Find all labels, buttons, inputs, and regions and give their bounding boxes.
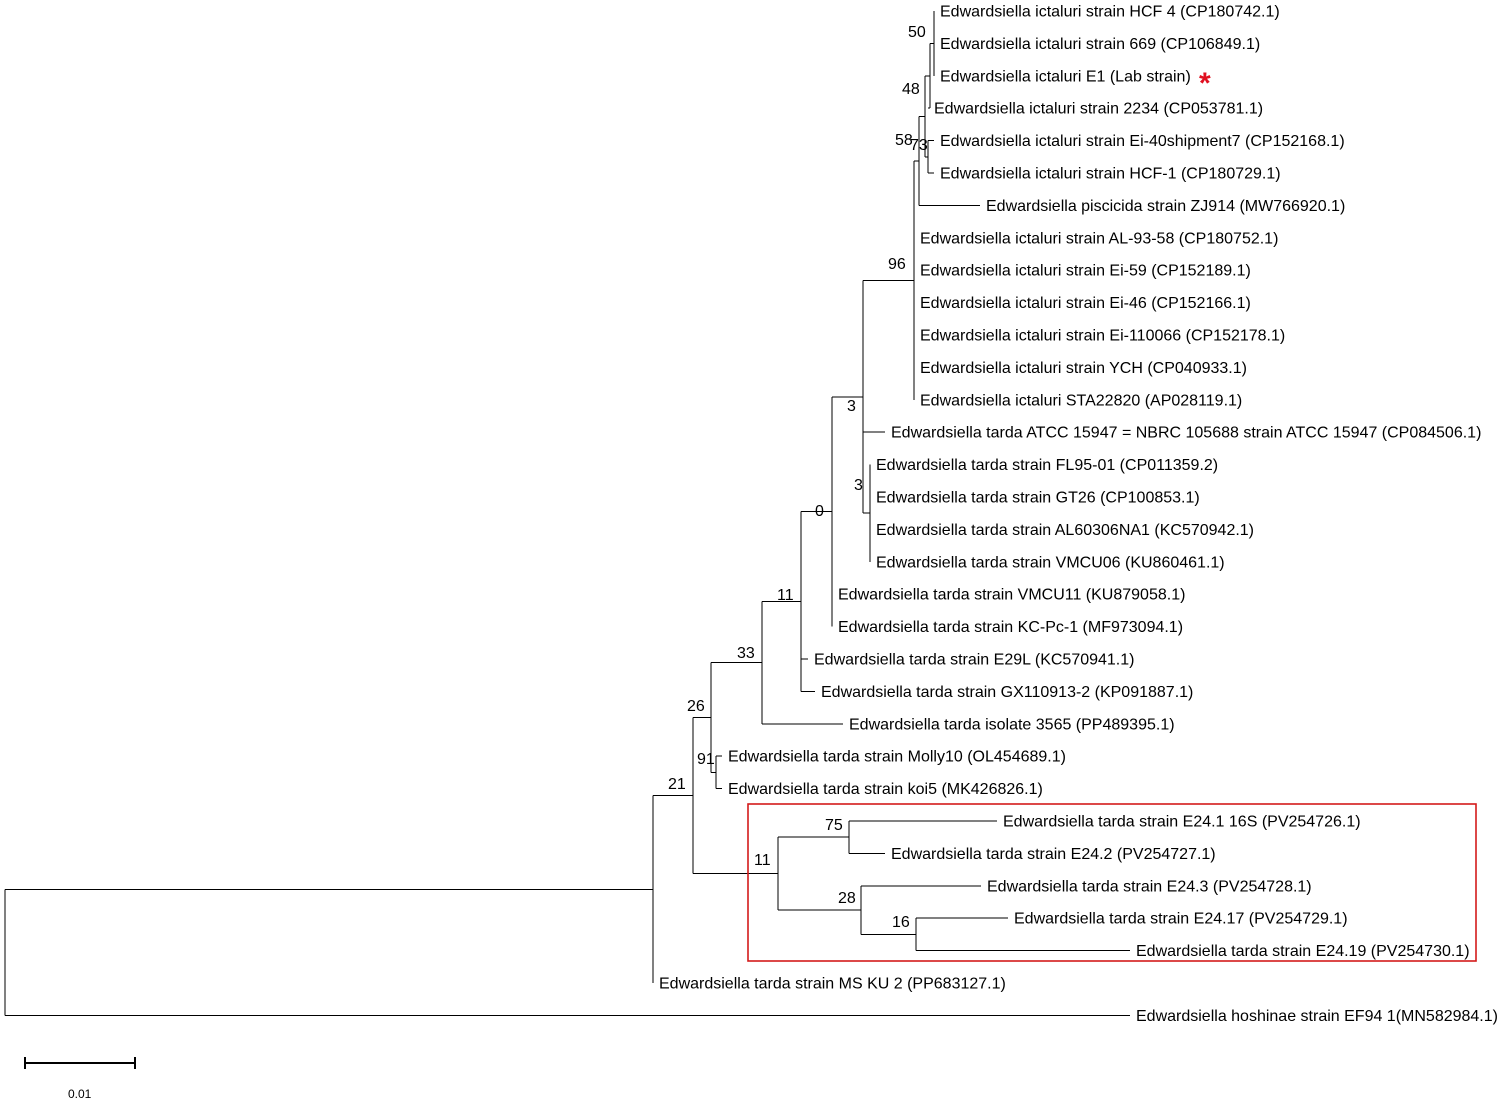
leaf-label-ei46: Edwardsiella ictaluri strain Ei-46 (CP15… (920, 295, 1251, 312)
leaf-label-vmcu11: Edwardsiella tarda strain VMCU11 (KU8790… (838, 587, 1185, 604)
leaf-label-gt26: Edwardsiella tarda strain GT26 (CP100853… (876, 490, 1200, 507)
lab-strain-asterisk-icon: * (1199, 67, 1211, 100)
bootstrap-value-n50: 50 (908, 24, 926, 41)
leaf-label-al60306: Edwardsiella tarda strain AL60306NA1 (KC… (876, 522, 1254, 539)
leaf-label-fl9501: Edwardsiella tarda strain FL95-01 (CP011… (876, 457, 1218, 474)
leaf-label-e2417: Edwardsiella tarda strain E24.17 (PV2547… (1014, 911, 1348, 928)
bootstrap-value-n3a: 3 (847, 398, 856, 415)
bootstrap-value-n91: 91 (697, 751, 715, 768)
bootstrap-value-n33: 33 (737, 645, 755, 662)
leaf-label-e29l: Edwardsiella tarda strain E29L (KC570941… (814, 652, 1134, 669)
leaf-label-vmcu06: Edwardsiella tarda strain VMCU06 (KU8604… (876, 554, 1225, 571)
bootstrap-value-n28: 28 (838, 890, 856, 907)
leaf-label-mskU2: Edwardsiella tarda strain MS KU 2 (PP683… (659, 976, 1006, 993)
scale-bar-line (24, 1057, 136, 1069)
bootstrap-value-n48: 48 (902, 81, 920, 98)
bootstrap-value-n96: 96 (888, 256, 906, 273)
leaf-label-e242: Edwardsiella tarda strain E24.2 (PV25472… (891, 846, 1216, 863)
bootstrap-value-n75: 75 (825, 817, 843, 834)
leaf-label-hcf4: Edwardsiella ictaluri strain HCF 4 (CP18… (940, 4, 1280, 21)
leaf-label-kcpc1: Edwardsiella tarda strain KC-Pc-1 (MF973… (838, 619, 1183, 636)
bootstrap-value-n11b: 11 (754, 852, 771, 869)
bootstrap-value-n58: 58 (895, 132, 913, 149)
leaf-label-i3565: Edwardsiella tarda isolate 3565 (PP48939… (849, 716, 1175, 733)
leaf-label-ei40: Edwardsiella ictaluri strain Ei-40shipme… (940, 133, 1345, 150)
bootstrap-value-n11a: 11 (777, 587, 794, 604)
leaf-label-molly10: Edwardsiella tarda strain Molly10 (OL454… (728, 749, 1066, 766)
leaf-label-s669: Edwardsiella ictaluri strain 669 (CP1068… (940, 36, 1260, 53)
leaf-label-s2234: Edwardsiella ictaluri strain 2234 (CP053… (934, 101, 1263, 118)
leaf-label-al9358: Edwardsiella ictaluri strain AL-93-58 (C… (920, 230, 1278, 247)
bootstrap-value-n21: 21 (668, 776, 686, 793)
bootstrap-value-n73: 73 (910, 137, 928, 154)
scale-bar-label: 0.01 (68, 1087, 92, 1101)
bootstrap-value-n0: 0 (815, 503, 824, 520)
leaf-label-sta22820: Edwardsiella ictaluri STA22820 (AP028119… (920, 392, 1242, 409)
leaf-label-e243: Edwardsiella tarda strain E24.3 (PV25472… (987, 878, 1312, 895)
leaf-label-ef941: Edwardsiella hoshinae strain EF94 1(MN58… (1136, 1008, 1498, 1025)
bootstrap-value-n16: 16 (892, 914, 910, 931)
leaf-label-hcf1: Edwardsiella ictaluri strain HCF-1 (CP18… (940, 166, 1281, 183)
leaf-label-ych: Edwardsiella ictaluri strain YCH (CP0409… (920, 360, 1247, 377)
leaf-label-gx110913: Edwardsiella tarda strain GX110913-2 (KP… (821, 684, 1193, 701)
leaf-labels: Edwardsiella ictaluri strain HCF 4 (CP18… (659, 4, 1498, 1025)
leaf-label-e1: Edwardsiella ictaluri E1 (Lab strain) (940, 68, 1191, 85)
leaf-label-e241: Edwardsiella tarda strain E24.1 16S (PV2… (1003, 814, 1361, 831)
bootstrap-value-n26: 26 (687, 698, 705, 715)
leaf-label-ei110066: Edwardsiella ictaluri strain Ei-110066 (… (920, 328, 1285, 345)
highlight-box (747, 803, 1477, 962)
scale-bar: 0.01 (24, 1057, 136, 1101)
leaf-label-e2419: Edwardsiella tarda strain E24.19 (PV2547… (1136, 943, 1470, 960)
leaf-label-koi5: Edwardsiella tarda strain koi5 (MK426826… (728, 781, 1043, 798)
leaf-label-zj914: Edwardsiella piscicida strain ZJ914 (MW7… (986, 198, 1345, 215)
leaf-label-ei59: Edwardsiella ictaluri strain Ei-59 (CP15… (920, 263, 1251, 280)
leaf-label-atcc: Edwardsiella tarda ATCC 15947 = NBRC 105… (891, 425, 1481, 442)
tree-branches (4, 11, 1130, 1016)
bootstrap-value-n3b: 3 (854, 477, 863, 494)
